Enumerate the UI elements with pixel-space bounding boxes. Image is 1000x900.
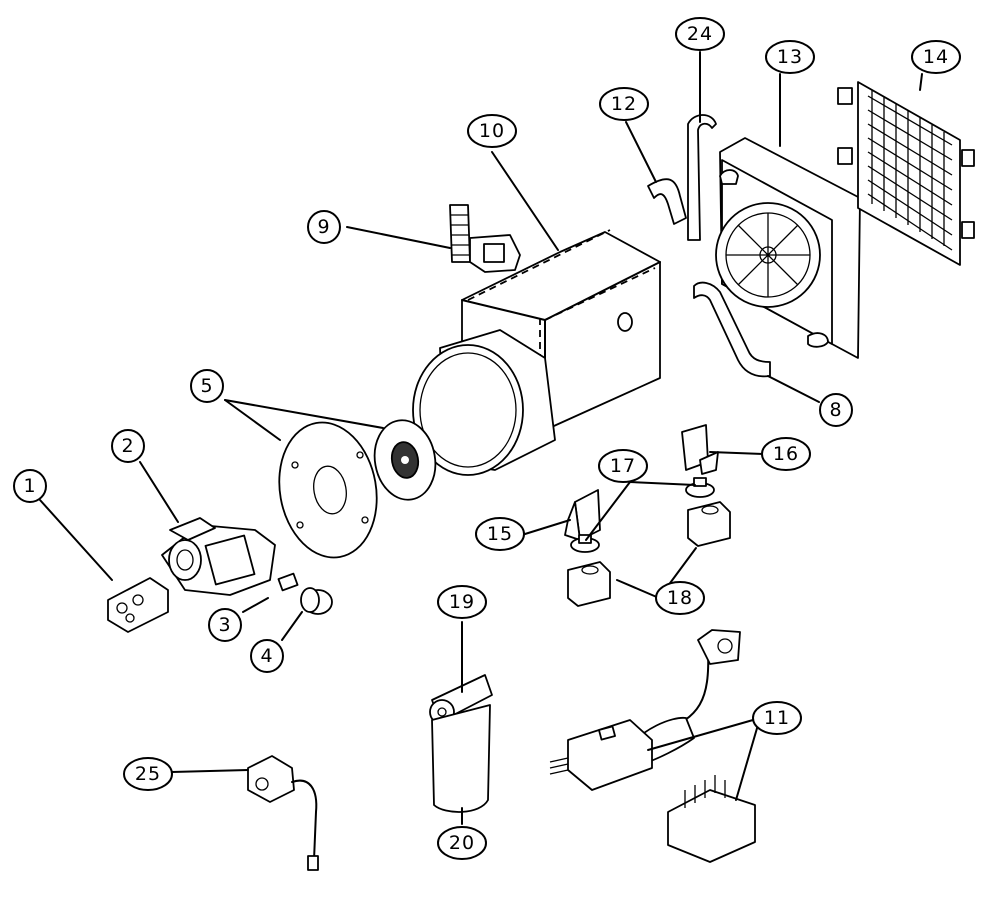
leader-lines: [39, 51, 923, 825]
cap: [300, 587, 333, 615]
svg-text:4: 4: [260, 645, 273, 667]
isolator-right: [685, 477, 715, 498]
control-module-lower: [667, 775, 756, 863]
gear-pump: [107, 577, 169, 633]
callout-3: 3: [208, 608, 242, 642]
generator-housing: [412, 229, 661, 476]
svg-text:9: 9: [317, 216, 330, 238]
coolant-hose-vertical: [687, 114, 717, 241]
svg-text:1: 1: [23, 475, 36, 497]
mount-bracket-left: [564, 489, 601, 541]
svg-text:13: 13: [777, 46, 803, 68]
oil-filter: [429, 674, 493, 813]
svg-text:12: 12: [611, 93, 637, 115]
hydraulic-pump: [161, 517, 276, 596]
callout-13: 13: [765, 40, 815, 74]
radiator-screen: [837, 81, 975, 266]
coolant-hose-upper: [647, 178, 687, 225]
throttle-actuator: [247, 755, 319, 871]
callout-10: 10: [467, 114, 517, 148]
callout-15: 15: [475, 517, 525, 551]
callout-18: 18: [655, 581, 705, 615]
svg-text:2: 2: [121, 435, 134, 457]
callout-4: 4: [250, 639, 284, 673]
intake-elbow: [449, 204, 521, 273]
isolator-left: [570, 534, 600, 553]
callout-17: 17: [598, 449, 648, 483]
control-module-upper: [549, 719, 653, 791]
radiator-fan: [715, 137, 861, 359]
callout-11: 11: [752, 701, 802, 735]
fitting: [277, 572, 299, 592]
callout-16: 16: [761, 437, 811, 471]
callout-19: 19: [437, 585, 487, 619]
svg-text:15: 15: [487, 523, 513, 545]
callout-20: 20: [437, 826, 487, 860]
mount-block-right: [687, 501, 731, 547]
callout-12: 12: [599, 87, 649, 121]
svg-text:8: 8: [829, 399, 842, 421]
svg-text:25: 25: [135, 763, 161, 785]
callout-25: 25: [123, 757, 173, 791]
svg-text:14: 14: [923, 46, 949, 68]
callout-24: 24: [675, 17, 725, 51]
svg-text:18: 18: [667, 587, 693, 609]
callout-8: 8: [819, 393, 853, 427]
callout-9: 9: [307, 210, 341, 244]
svg-text:3: 3: [218, 614, 231, 636]
svg-text:5: 5: [200, 375, 213, 397]
svg-text:24: 24: [687, 23, 713, 45]
drive-disc: [373, 419, 437, 501]
callout-5: 5: [190, 369, 224, 403]
svg-text:19: 19: [449, 591, 475, 613]
callout-14: 14: [911, 40, 961, 74]
svg-text:16: 16: [773, 443, 799, 465]
mount-bracket-right: [681, 424, 719, 475]
mount-block-left: [567, 561, 611, 607]
svg-text:10: 10: [479, 120, 505, 142]
svg-text:20: 20: [449, 832, 475, 854]
adapter-plate: [278, 421, 378, 559]
callout-2: 2: [111, 429, 145, 463]
callout-1: 1: [13, 469, 47, 503]
svg-text:11: 11: [764, 707, 790, 729]
svg-text:17: 17: [610, 455, 636, 477]
